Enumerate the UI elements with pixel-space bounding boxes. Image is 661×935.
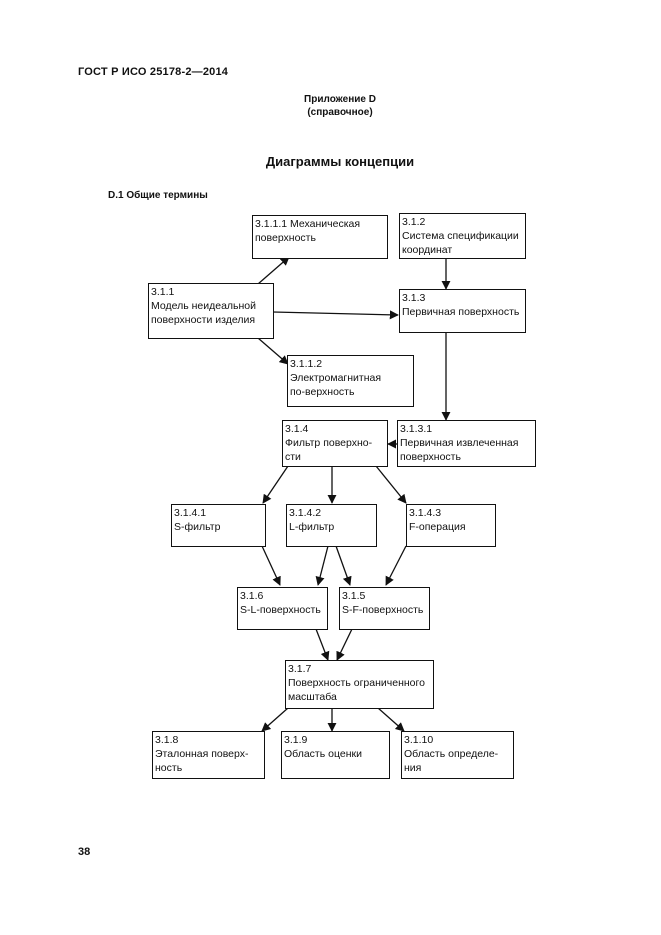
arrow-311-to-3111: [257, 256, 290, 285]
node-3-1-3: 3.1.3 Первичная поверхность: [399, 289, 526, 333]
arrow-316-to-317: [315, 628, 330, 661]
node-3-1-3-1: 3.1.3.1 Первичная извлеченная поверхност…: [397, 420, 536, 467]
node-code: 3.1.5: [342, 590, 366, 602]
node-code: 3.1.7: [288, 663, 312, 675]
node-label: Первичная извлеченная поверхность: [400, 437, 519, 463]
node-3-1-5: 3.1.5 S-F-поверхность: [339, 587, 430, 630]
node-code: 3.1.2: [402, 216, 426, 228]
node-code: 3.1.4.2: [289, 507, 322, 519]
arrow-3142-to-315: [335, 545, 352, 586]
node-label: Электромагнитная по-верхность: [290, 372, 382, 398]
arrow-3141-to-316: [261, 545, 281, 586]
node-label: S-L-поверхность: [240, 604, 321, 616]
node-3-1-4: 3.1.4 Фильтр поверхно-сти: [282, 420, 388, 467]
arrow-317-to-3110: [377, 707, 405, 732]
node-label: Область определе-ния: [404, 748, 499, 774]
node-code: 3.1.8: [155, 734, 179, 746]
node-label: F-операция: [409, 521, 466, 533]
document-header: ГОСТ Р ИСО 25178-2—2014: [78, 66, 229, 78]
arrow-314-to-3143: [375, 465, 407, 504]
node-label: Система спецификации координат: [402, 230, 519, 256]
page-number: 38: [78, 846, 91, 858]
node-code: 3.1.4: [285, 423, 309, 435]
node-3-1-4-3: 3.1.4.3 F-операция: [406, 504, 496, 547]
node-label: Поверхность ограниченного масштаба: [288, 677, 425, 703]
arrow-311-to-313: [272, 310, 399, 320]
node-code: 3.1.4.3: [409, 507, 442, 519]
node-label: Эталонная поверх-ность: [155, 748, 249, 774]
node-code: 3.1.1.2: [290, 358, 323, 370]
arrow-3143-to-315: [385, 545, 407, 586]
node-code: 3.1.4.1: [174, 507, 207, 519]
node-3-1-2: 3.1.2 Система спецификации координат: [399, 213, 526, 259]
node-code: 3.1.6: [240, 590, 264, 602]
node-3-1-9: 3.1.9 Область оценки: [281, 731, 390, 779]
node-code: 3.1.10: [404, 734, 434, 746]
node-3-1-6: 3.1.6 S-L-поверхность: [237, 587, 328, 630]
node-3-1-4-2: 3.1.4.2 L-фильтр: [286, 504, 377, 547]
node-label: Фильтр поверхно-сти: [285, 437, 373, 463]
node-label: Модель неидеальной поверхности изделия: [151, 300, 257, 326]
arrow-3142-to-316: [315, 545, 329, 586]
arrow-314-to-3141: [262, 465, 289, 504]
page-title: Диаграммы концепции: [265, 154, 415, 169]
node-3-1-8: 3.1.8 Эталонная поверх-ность: [152, 731, 265, 779]
node-label: S-F-поверхность: [342, 604, 424, 616]
arrow-315-to-317: [336, 628, 353, 661]
node-code: 3.1.3.1: [400, 423, 433, 435]
node-label: Механическая поверхность: [255, 218, 361, 244]
node-label: Область оценки: [284, 748, 362, 760]
node-code: 3.1.9: [284, 734, 308, 746]
node-3-1-1-1: 3.1.1.1 Механическая поверхность: [252, 215, 388, 259]
node-label: S-фильтр: [174, 521, 221, 533]
annex-subtitle: (справочное): [307, 107, 373, 118]
node-3-1-1: 3.1.1 Модель неидеальной поверхности изд…: [148, 283, 274, 339]
node-code: 3.1.1.1: [255, 218, 291, 230]
node-3-1-10: 3.1.10 Область определе-ния: [401, 731, 514, 779]
section-heading: D.1 Общие термины: [108, 190, 208, 201]
node-3-1-1-2: 3.1.1.2 Электромагнитная по-верхность: [287, 355, 414, 407]
node-code: 3.1.1: [151, 286, 175, 298]
node-code: 3.1.3: [402, 292, 426, 304]
arrow-317-to-318: [261, 707, 289, 732]
arrow-311-to-3112: [257, 337, 289, 365]
annex-title: Приложение D: [304, 94, 376, 105]
node-label: Первичная поверхность: [402, 306, 520, 318]
node-label: L-фильтр: [289, 521, 335, 533]
node-3-1-4-1: 3.1.4.1 S-фильтр: [171, 504, 266, 547]
node-3-1-7: 3.1.7 Поверхность ограниченного масштаба: [285, 660, 434, 709]
